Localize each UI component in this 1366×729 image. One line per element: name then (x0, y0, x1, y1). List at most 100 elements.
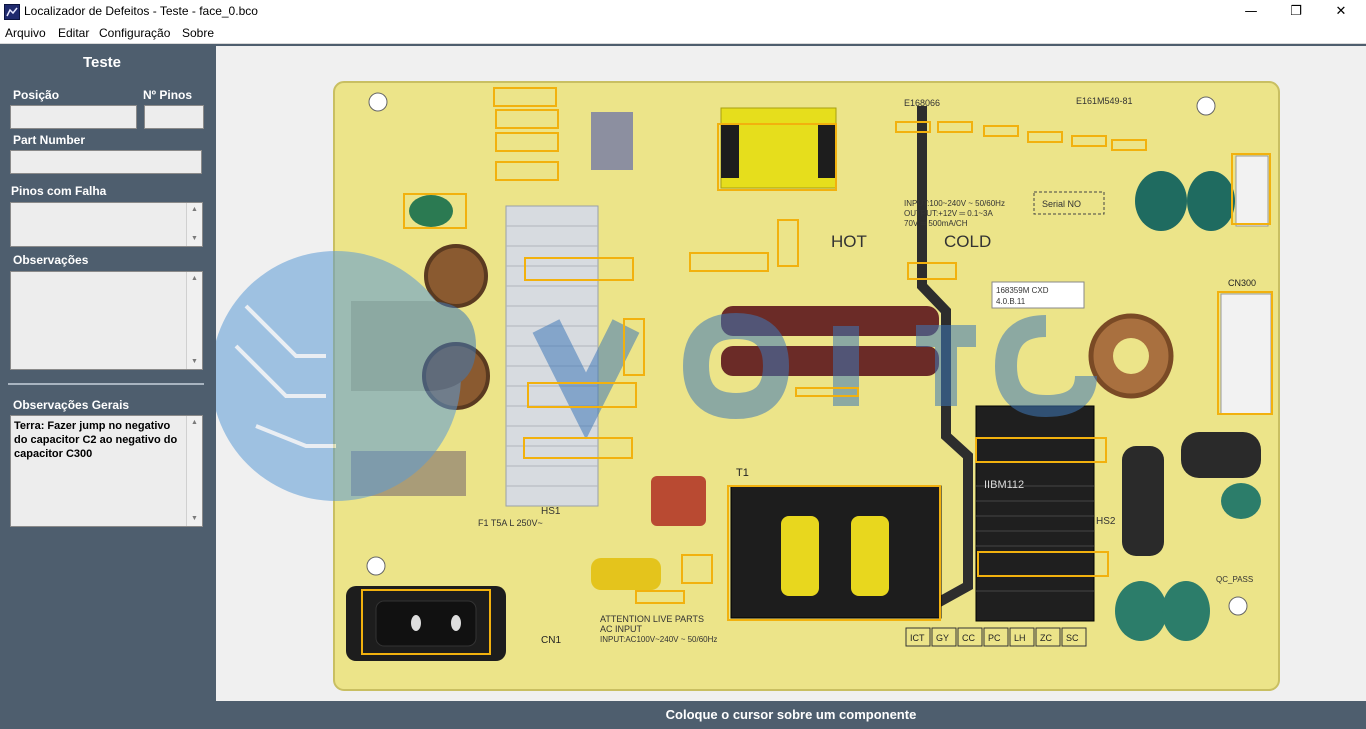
capacitor-output (1122, 446, 1164, 556)
minimize-button[interactable]: — (1244, 4, 1258, 19)
component-marker[interactable] (1027, 131, 1063, 143)
menu-arquivo[interactable]: Arquivo (5, 26, 46, 40)
part-number-label: Part Number (13, 133, 86, 147)
test-point-label: ICT (910, 633, 925, 643)
transformer-t1 (730, 485, 942, 619)
component-marker[interactable] (1111, 139, 1147, 151)
scroll-down-icon[interactable]: ▼ (191, 358, 198, 365)
obs-gerais-textarea[interactable]: Terra: Fazer jump no negativo do capacit… (10, 415, 203, 527)
part-number-field[interactable] (10, 150, 202, 174)
capacitor-output (1181, 432, 1261, 478)
observacoes-scrollbar[interactable]: ▲ ▼ (186, 272, 202, 369)
scroll-down-icon[interactable]: ▼ (191, 515, 198, 522)
component-marker[interactable] (635, 590, 685, 604)
scroll-up-icon[interactable]: ▲ (191, 206, 198, 213)
isolation-line (917, 106, 973, 611)
sidebar: Teste Posição Nº Pinos Part Number Pinos… (0, 44, 214, 728)
pinos-falha-label: Pinos com Falha (11, 184, 107, 198)
test-point-label: LH (1014, 633, 1026, 643)
ac-range-label: INPUT:AC100V~240V ~ 50/60Hz (600, 635, 717, 644)
component-marker[interactable] (795, 387, 859, 397)
pinos-falha-textarea[interactable]: ▲ ▼ (10, 202, 203, 247)
menu-sobre[interactable]: Sobre (182, 26, 215, 40)
attention-label: ATTENTION LIVE PARTS (600, 614, 704, 624)
menu-editar[interactable]: Editar (58, 26, 90, 40)
component-marker[interactable] (717, 123, 837, 191)
component-marker[interactable] (361, 589, 491, 655)
inductor-toroid (424, 244, 488, 308)
component-box (591, 112, 633, 170)
spec-line-2: OUTPUT:+12V ═ 0.1~3A (904, 209, 993, 218)
posicao-label: Posição (13, 88, 60, 102)
cert-label-2: E161M549-81 (1076, 96, 1133, 106)
component-marker[interactable] (493, 87, 557, 107)
component-marker[interactable] (524, 257, 634, 281)
ac-input-label: AC INPUT (600, 624, 643, 634)
maximize-button[interactable]: ❐ (1290, 4, 1302, 19)
component-marker[interactable] (689, 252, 769, 272)
menu-bar: Arquivo Editar Configuração Sobre (0, 24, 1366, 44)
component-marker[interactable] (983, 125, 1019, 137)
cn1-label: CN1 (541, 635, 561, 646)
part-sticker (991, 281, 1085, 309)
observacoes-textarea[interactable]: ▲ ▼ (10, 271, 203, 370)
menu-configuracao[interactable]: Configuração (99, 26, 171, 40)
hs2-label: HS2 (1096, 516, 1116, 527)
part-rev-label: 4.0.B.11 (996, 297, 1026, 306)
component-marker[interactable] (727, 485, 941, 621)
component-marker[interactable] (495, 161, 559, 181)
window-title: Localizador de Defeitos - Teste - face_0… (24, 4, 258, 18)
scroll-up-icon[interactable]: ▲ (191, 275, 198, 282)
component-marker[interactable] (1071, 135, 1107, 147)
app-icon (4, 4, 20, 20)
npinos-label: Nº Pinos (143, 88, 193, 102)
component-marker[interactable] (975, 437, 1107, 463)
component-highlights (361, 87, 1273, 655)
close-button[interactable]: ✕ (1335, 4, 1347, 19)
component-marker[interactable] (523, 437, 633, 459)
capacitor (1187, 171, 1235, 231)
connector (1235, 155, 1269, 227)
pinos-falha-scrollbar[interactable]: ▲ ▼ (186, 203, 202, 246)
component-marker[interactable] (681, 554, 713, 584)
obs-gerais-text: Terra: Fazer jump no negativo do capacit… (14, 420, 178, 460)
scroll-down-icon[interactable]: ▼ (191, 235, 198, 242)
capacitor (409, 195, 453, 227)
component-marker[interactable] (403, 193, 467, 229)
component-marker[interactable] (937, 121, 973, 133)
component-marker[interactable] (1231, 153, 1271, 225)
divider (8, 383, 204, 385)
toroid-core (1113, 338, 1149, 374)
part-code-label: 168359M CXD (996, 286, 1049, 295)
status-bar: Coloque o cursor sobre um componente (216, 701, 1366, 728)
hot-label: HOT (831, 232, 867, 251)
component-marker[interactable] (907, 262, 957, 280)
mount-hole (368, 92, 388, 112)
component-marker[interactable] (495, 109, 559, 129)
npinos-field[interactable] (144, 105, 204, 129)
component-marker[interactable] (977, 551, 1109, 577)
scroll-up-icon[interactable]: ▲ (191, 419, 198, 426)
mount-hole (366, 556, 386, 576)
component-marker[interactable] (1217, 291, 1273, 415)
obs-gerais-scrollbar[interactable]: ▲ ▼ (186, 416, 202, 526)
pcb-board-image[interactable]: IIBM112 T1 CN300 CN1 (216, 46, 1366, 701)
transformer-core (818, 124, 836, 178)
posicao-field[interactable] (10, 105, 137, 129)
test-point-label: GY (936, 633, 949, 643)
test-point-label: ZC (1040, 633, 1052, 643)
capacitor (1135, 171, 1187, 231)
transformer-coil (851, 516, 889, 596)
mount-hole (1196, 96, 1216, 116)
fuse-label: F1 T5A L 250V~ (478, 518, 543, 528)
component-marker[interactable] (527, 382, 637, 408)
component-marker[interactable] (495, 132, 559, 152)
component-marker[interactable] (623, 318, 645, 376)
capacitor (1162, 581, 1210, 641)
board-viewer[interactable]: IIBM112 T1 CN300 CN1 (216, 46, 1366, 701)
test-point-label: SC (1066, 633, 1079, 643)
serial-label: Serial NO (1042, 199, 1081, 209)
component-marker[interactable] (777, 219, 799, 267)
component-marker[interactable] (895, 121, 931, 133)
capacitor (1115, 581, 1167, 641)
